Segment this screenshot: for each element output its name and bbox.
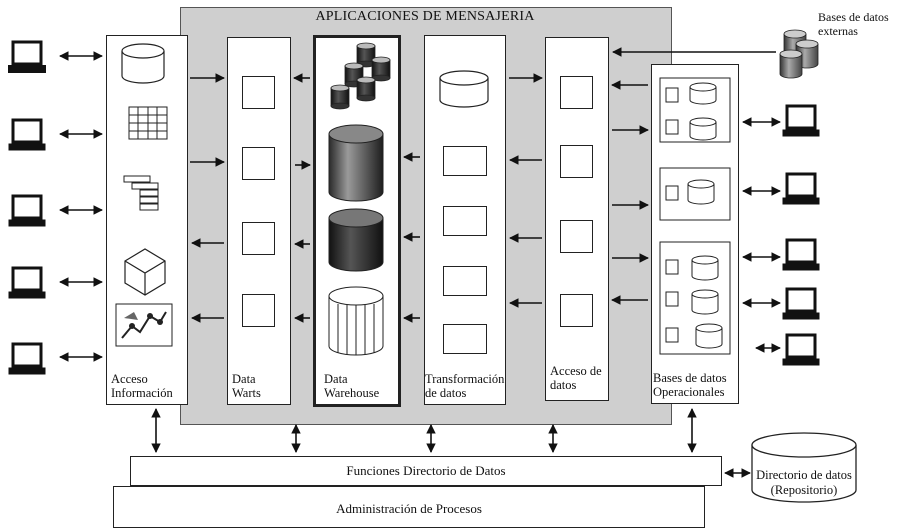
laptop-icon	[782, 238, 820, 271]
bidirectional-arrows-left	[59, 51, 103, 362]
bidirectional-arrows-right	[742, 117, 781, 353]
data-directory-functions-label: Funciones Directorio de Datos	[346, 463, 506, 478]
data-mart-box	[242, 76, 275, 109]
warehouse-cylinder-icon	[328, 124, 384, 202]
laptop-icon	[782, 333, 820, 366]
database-icon	[121, 43, 165, 84]
process-administration-bar: Administración de Procesos	[113, 486, 705, 528]
transform-box	[443, 206, 487, 236]
laptop-icon	[782, 287, 820, 320]
transform-box	[443, 266, 487, 296]
operational-db-group	[659, 77, 731, 143]
cube-icon	[124, 248, 166, 296]
warehouse-cylinder-icon	[328, 286, 384, 356]
laptop-icon	[8, 266, 46, 299]
repository-label: Directorio de datos(Repositorio)	[756, 468, 852, 497]
laptop-icon	[782, 172, 820, 205]
vertical-arrows	[151, 408, 751, 478]
data-access-box	[560, 145, 593, 178]
process-administration-label: Administración de Procesos	[336, 501, 482, 516]
data-mart-box	[242, 294, 275, 327]
laptop-icon	[8, 40, 46, 73]
external-database-icon	[779, 29, 819, 79]
database-icon	[439, 70, 489, 108]
spreadsheet-icon	[128, 106, 168, 140]
laptop-icon	[782, 104, 820, 137]
warehouse-cylinder-icon	[328, 208, 384, 272]
laptop-icon	[8, 342, 46, 375]
panel-title: APLICACIONES DE MENSAJERIA	[315, 9, 535, 24]
laptop-icon	[8, 118, 46, 151]
database-cluster-icon	[330, 42, 391, 110]
data-mart-box	[242, 147, 275, 180]
operational-db-group	[659, 241, 731, 355]
data-access-box	[560, 220, 593, 253]
data-mart-box	[242, 222, 275, 255]
data-access-box	[560, 76, 593, 109]
data-directory-functions-bar: Funciones Directorio de Datos	[130, 456, 722, 486]
operational-db-group	[659, 167, 731, 221]
repository-cylinder	[751, 432, 857, 503]
report-icon	[123, 175, 159, 211]
transform-box	[443, 324, 487, 354]
transform-box	[443, 146, 487, 176]
laptop-icon	[8, 194, 46, 227]
data-access-box	[560, 294, 593, 327]
data-mining-icon	[115, 303, 173, 347]
flow-arrows	[190, 47, 776, 323]
